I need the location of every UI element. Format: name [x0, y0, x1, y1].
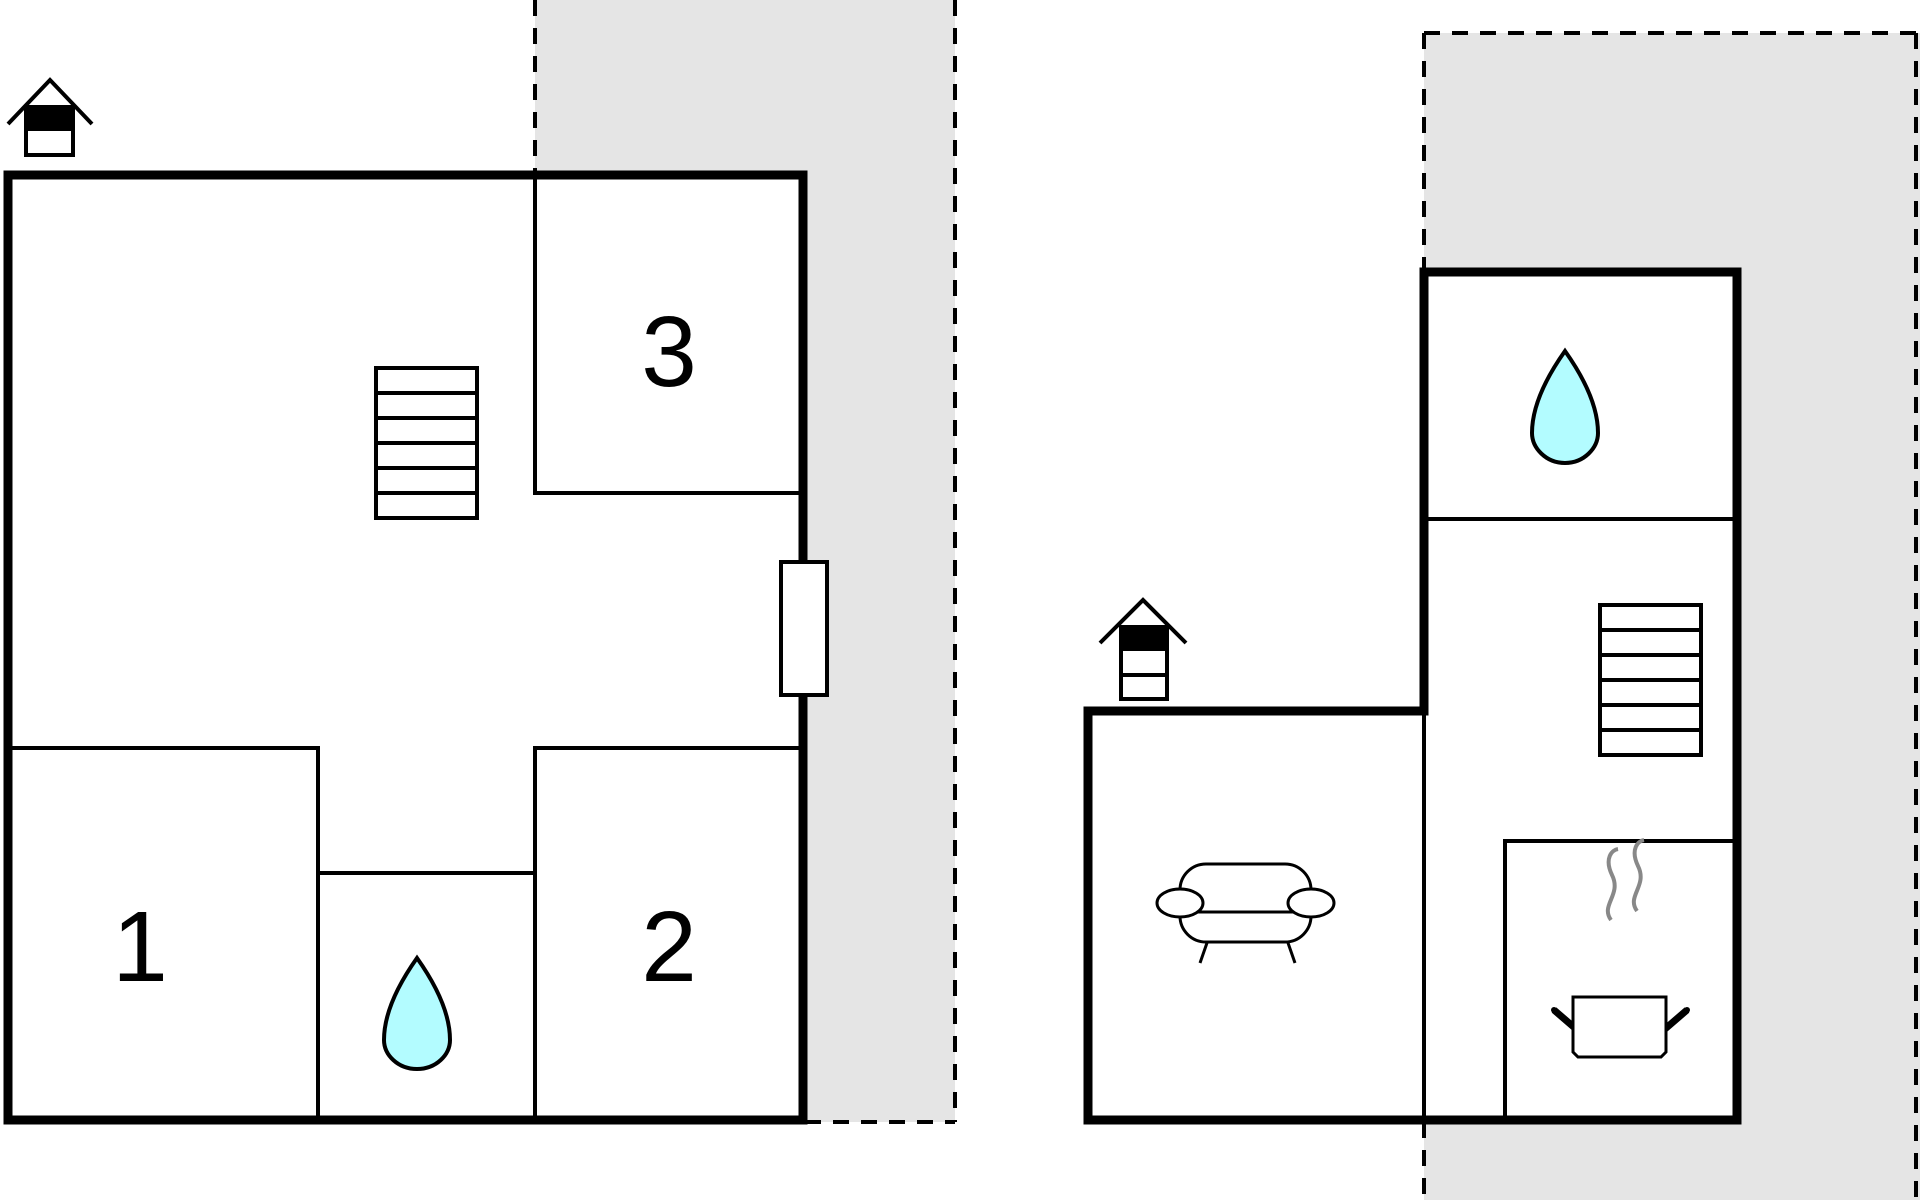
- house-entrance-icon: [1098, 597, 1188, 701]
- interior-walls: [8, 175, 803, 1120]
- interior-walls: [1422, 517, 1737, 1120]
- room-number-2: 2: [641, 891, 697, 1003]
- house-entrance-icon: [6, 77, 94, 157]
- floor-area: [8, 175, 803, 1120]
- sofa-icon: [1155, 862, 1336, 964]
- floorplan-upper: [1083, 31, 1920, 1200]
- door-icon: [779, 560, 829, 697]
- floorplan-lower: 3 1 2: [3, 0, 957, 1125]
- water-drop-icon: [1529, 347, 1601, 466]
- stairs-icon: [1598, 603, 1703, 757]
- room-number-3: 3: [641, 296, 697, 408]
- room-number-1: 1: [112, 891, 168, 1003]
- cooking-pot-icon: [1551, 838, 1690, 1059]
- stairs-icon: [374, 366, 479, 520]
- exterior-wall: [1083, 267, 1742, 1125]
- water-drop-icon: [381, 954, 453, 1072]
